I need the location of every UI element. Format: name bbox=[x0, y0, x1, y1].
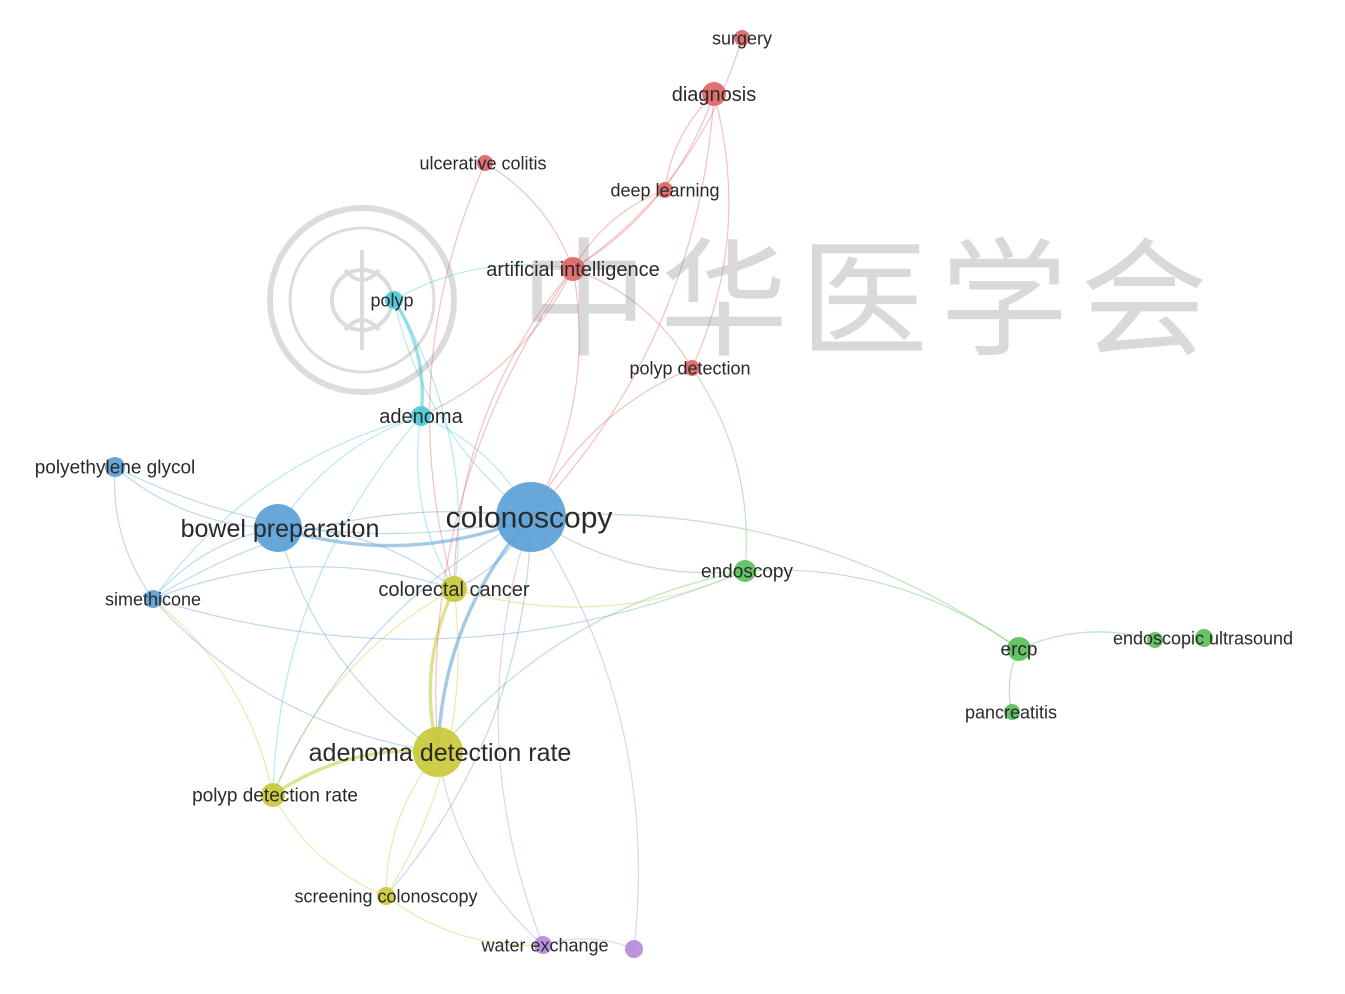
edge-bowel_preparation-adenoma_detection_rate bbox=[277, 527, 439, 753]
edge-colorectal_cancer-artificial_intelligence bbox=[453, 268, 574, 590]
edge-colonoscopy-adenoma_detection_rate bbox=[436, 515, 533, 754]
edge-simethicone-polyp_detection_rate bbox=[152, 598, 274, 796]
edge-endoscopy-ercp bbox=[744, 569, 1020, 650]
watermark-text: 中华医学会 bbox=[520, 227, 1220, 376]
edge-colonoscopy-water_exchange bbox=[497, 516, 544, 946]
edge-polyp_detection-endoscopy bbox=[691, 367, 747, 572]
edge-colonoscopy-polyethylene_glycol bbox=[114, 466, 532, 535]
label-polyethylene-glycol: polyethylene glycol bbox=[35, 458, 196, 479]
label-colorectal-cancer: colorectal cancer bbox=[378, 579, 530, 601]
edge-polyethylene_glycol-simethicone bbox=[113, 466, 154, 600]
edge-colonoscopy-simethicone bbox=[152, 511, 532, 600]
node-diagnosis[interactable] bbox=[702, 82, 726, 106]
edge-polyp_detection_rate-screening_colonoscopy bbox=[272, 794, 387, 897]
network-nodes bbox=[105, 30, 1213, 958]
label-bowel-preparation: bowel preparation bbox=[181, 515, 380, 543]
label-polyp-detection-rate: polyp detection rate bbox=[192, 786, 358, 807]
edge-bowel_preparation-adenoma bbox=[277, 415, 422, 529]
node-polyp[interactable] bbox=[385, 291, 403, 309]
edge-simethicone-endoscopy bbox=[152, 570, 746, 640]
edge-colorectal_cancer-endoscopy bbox=[453, 570, 746, 608]
label-diagnosis: diagnosis bbox=[672, 84, 757, 106]
edge-artificial_intelligence-polyp_detection bbox=[572, 268, 693, 369]
edge-simethicone-adenoma_detection_rate bbox=[152, 598, 439, 753]
edge-adenoma_detection_rate-endoscopy bbox=[437, 570, 746, 753]
node-adenoma[interactable] bbox=[411, 406, 431, 426]
node-surgery[interactable] bbox=[734, 30, 750, 46]
node-colonoscopy[interactable] bbox=[496, 482, 566, 552]
watermark: 中华医学会 bbox=[267, 205, 1220, 395]
label-deep-learning: deep learning bbox=[610, 180, 719, 200]
label-artificial-intelligence: artificial intelligence bbox=[486, 259, 659, 281]
label-polyp-detection: polyp detection bbox=[629, 358, 750, 378]
node-pancreatitis[interactable] bbox=[1004, 704, 1020, 720]
society-seal-icon bbox=[267, 205, 457, 395]
edge-colonoscopy-diagnosis bbox=[530, 93, 715, 518]
edge-polyp-artificial_intelligence bbox=[393, 264, 574, 301]
node-ercp[interactable] bbox=[1007, 637, 1031, 661]
node-adenoma-detection-rate[interactable] bbox=[413, 727, 463, 777]
node-polyethylene-glycol[interactable] bbox=[105, 457, 125, 477]
edge-colonoscopy-water_extra bbox=[530, 516, 640, 950]
edge-polyp_detection-diagnosis bbox=[691, 93, 730, 369]
label-surgery: surgery bbox=[712, 28, 772, 48]
edge-screening_colonoscopy-water_exchange bbox=[385, 895, 544, 946]
node-polyp-detection-rate[interactable] bbox=[261, 783, 285, 807]
label-simethicone: simethicone bbox=[105, 589, 201, 609]
label-polyp: polyp bbox=[370, 290, 413, 310]
edge-colorectal_cancer-adenoma bbox=[416, 415, 455, 590]
node-colorectal-cancer[interactable] bbox=[441, 576, 467, 602]
edge-artificial_intelligence-ulcerative_colitis bbox=[484, 162, 574, 270]
edge-adenoma-artificial_intelligence bbox=[420, 268, 574, 417]
label-endoscopy: endoscopy bbox=[701, 562, 793, 583]
node-endoscopic-ultrasound[interactable] bbox=[1147, 632, 1163, 648]
edge-artificial_intelligence-deep_learning bbox=[572, 189, 666, 270]
edge-colonoscopy-polyp_detection_rate bbox=[272, 516, 532, 796]
edge-simethicone-adenoma bbox=[152, 415, 422, 600]
label-adenoma: adenoma bbox=[379, 406, 463, 428]
edge-simethicone-colorectal_cancer bbox=[152, 566, 455, 600]
edge-ulcerative_colitis-colorectal_cancer bbox=[429, 162, 486, 590]
label-adenoma-detection-rate: adenoma detection rate bbox=[309, 739, 572, 767]
edge-adenoma_detection_rate-artificial_intelligence bbox=[435, 268, 574, 753]
edge-deep_learning-diagnosis bbox=[664, 93, 715, 191]
label-endoscopic-ultrasound: endoscopic ultrasound bbox=[1113, 628, 1293, 648]
edge-adenoma_detection_rate-water_exchange bbox=[437, 751, 544, 946]
edge-polyp_detection_rate-adenoma bbox=[272, 415, 422, 796]
edge-water_exchange-water_extra bbox=[542, 938, 635, 950]
edge-colonoscopy-screening_colonoscopy bbox=[385, 516, 532, 897]
edge-adenoma-polyp bbox=[392, 298, 425, 418]
edge-ercp-endoscopic_ultrasound bbox=[1018, 631, 1156, 650]
network-labels: surgery diagnosis ulcerative colitis deep l… bbox=[35, 28, 1293, 955]
label-screening-colonoscopy: screening colonoscopy bbox=[294, 886, 477, 906]
node-artificial-intelligence[interactable] bbox=[561, 257, 585, 281]
node-screening-colonoscopy[interactable] bbox=[377, 887, 395, 905]
label-pancreatitis: pancreatitis bbox=[965, 702, 1057, 722]
node-deep-learning[interactable] bbox=[657, 182, 673, 198]
edge-colorectal_cancer-polyp_detection_rate bbox=[272, 588, 455, 796]
node-endoscopy[interactable] bbox=[734, 560, 756, 582]
node-polyp-detection[interactable] bbox=[684, 360, 700, 376]
label-ulcerative-colitis: ulcerative colitis bbox=[419, 153, 546, 173]
edge-colonoscopy-ercp bbox=[530, 513, 1020, 650]
node-eus-extra[interactable] bbox=[1195, 629, 1213, 647]
label-colonoscopy: colonoscopy bbox=[446, 502, 613, 535]
node-ulcerative-colitis[interactable] bbox=[477, 155, 493, 171]
network-edges bbox=[113, 37, 1205, 950]
label-water-exchange: water exchange bbox=[480, 935, 608, 955]
edge-artificial_intelligence-surgery bbox=[572, 37, 743, 270]
node-bowel-preparation[interactable] bbox=[254, 504, 302, 552]
node-water-extra[interactable] bbox=[625, 940, 643, 958]
node-water-exchange[interactable] bbox=[534, 936, 552, 954]
label-ercp: ercp bbox=[1001, 640, 1038, 661]
node-simethicone[interactable] bbox=[144, 590, 162, 608]
